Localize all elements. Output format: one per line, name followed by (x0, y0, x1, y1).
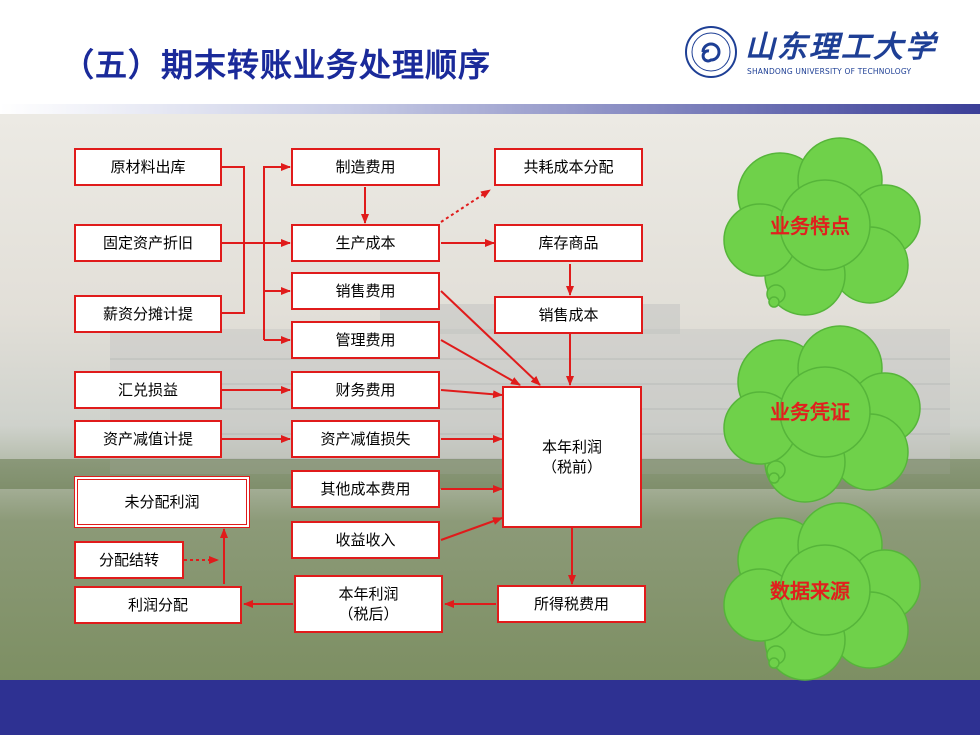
fx-gain-box: 汇兑损益 (74, 371, 222, 409)
impairment-loss-box: 资产减值损失 (291, 420, 440, 458)
production-cost-box: 生产成本 (291, 224, 440, 262)
other-cost-box: 其他成本费用 (291, 470, 440, 508)
cloud-vouchers-label[interactable]: 业务凭证 (770, 400, 850, 424)
university-logo: 山东理工大学 SHANDONG UNIVERSITY OF TECHNOLOGY (683, 22, 938, 84)
cloud-features-label[interactable]: 业务特点 (770, 214, 850, 238)
logo-chinese-name: 山东理工大学 (745, 30, 937, 65)
logo-english-name: SHANDONG UNIVERSITY OF TECHNOLOGY (747, 67, 912, 76)
salary-box: 薪资分摊计提 (74, 295, 222, 333)
header: （五）期末转账业务处理顺序 山东理工大学 SHANDONG UNIVERSITY… (0, 0, 980, 108)
page-title: （五）期末转账业务处理顺序 (62, 46, 492, 84)
net-profit-box: 本年利润 （税后） (294, 575, 443, 633)
joint-cost-box: 共耗成本分配 (494, 148, 643, 186)
undistributed-profit-box: 未分配利润 (74, 476, 250, 528)
admin-expense-box: 管理费用 (291, 321, 440, 359)
manufacturing-cost-box: 制造费用 (291, 148, 440, 186)
finance-expense-box: 财务费用 (291, 371, 440, 409)
cloud-data-source-shape (723, 502, 921, 681)
cloud-vouchers-shape (723, 325, 921, 503)
income-box: 收益收入 (291, 521, 440, 559)
sales-cost-box: 销售成本 (494, 296, 643, 334)
fixed-asset-box: 固定资产折旧 (74, 224, 222, 262)
header-divider (0, 104, 980, 114)
raw-material-box: 原材料出库 (74, 148, 222, 186)
footer-bar (0, 680, 980, 735)
selling-expense-box: 销售费用 (291, 272, 440, 310)
emblem-icon (685, 26, 737, 78)
cloud-features-shape (723, 137, 921, 316)
impairment-provision-box: 资产减值计提 (74, 420, 222, 458)
inventory-box: 库存商品 (494, 224, 643, 262)
income-tax-box: 所得税费用 (497, 585, 646, 623)
pretax-profit-box: 本年利润 （税前） (502, 386, 642, 528)
distribution-transfer-box: 分配结转 (74, 541, 184, 579)
profit-distribution-box: 利润分配 (74, 586, 242, 624)
cloud-data-source-label[interactable]: 数据来源 (770, 579, 850, 603)
